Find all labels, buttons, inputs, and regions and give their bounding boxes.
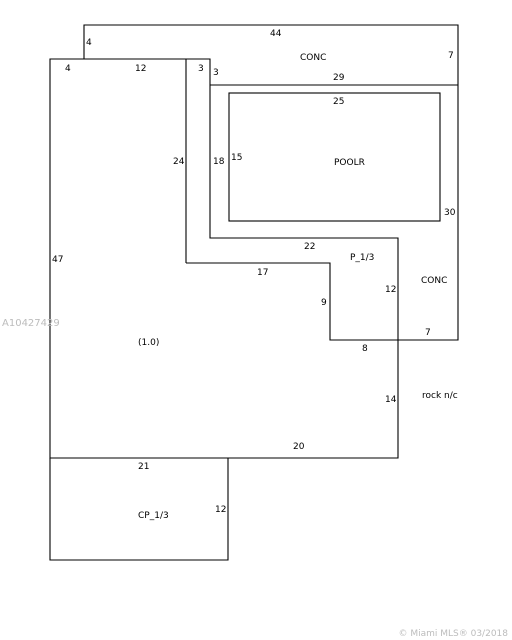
dim-deck-bottom: 22 — [304, 242, 315, 252]
carport-label: CP_1/3 — [138, 511, 169, 521]
dim-main-left: 47 — [52, 255, 63, 265]
pool-label: POOLR — [334, 158, 365, 168]
dim-patio-bottom: 8 — [362, 344, 368, 354]
dim-conc-top-right: 7 — [448, 51, 454, 61]
dim-main-top-left: 4 — [65, 64, 71, 74]
listing-id-watermark: A10427429 — [2, 318, 60, 329]
dim-step-height: 9 — [321, 298, 327, 308]
dim-conc-right-height: 30 — [444, 208, 456, 218]
pool-outline — [228, 92, 441, 222]
carport-outline — [49, 458, 229, 561]
rock-label: rock n/c — [422, 391, 458, 401]
dim-deck-width: 29 — [333, 73, 345, 83]
dim-inner-left: 18 — [213, 157, 225, 167]
patio-label: P_1/3 — [350, 253, 374, 263]
copyright-watermark: © Miami MLS® 03/2018 — [398, 629, 508, 639]
dim-main-right: 14 — [385, 395, 397, 405]
dim-main-bottom: 20 — [293, 442, 305, 452]
step-outline — [186, 262, 398, 341]
dim-conc-top-left: 4 — [86, 38, 92, 48]
dim-pool-height: 15 — [231, 153, 242, 163]
dim-inner-top: 3 — [198, 64, 204, 74]
conc-right-label: CONC — [421, 276, 447, 286]
dim-inner-top-b: 3 — [213, 68, 219, 78]
main-house-outline — [49, 58, 399, 459]
dim-pool-width: 25 — [333, 97, 344, 107]
dim-conc-top-width: 44 — [270, 29, 282, 39]
dim-left-notch: 24 — [173, 157, 185, 167]
dim-step-width: 17 — [257, 268, 268, 278]
main-area-label: (1.0) — [138, 338, 159, 348]
conc-top-outline — [83, 24, 459, 341]
conc-top-label: CONC — [300, 53, 326, 63]
dim-patio-right: 12 — [385, 285, 396, 295]
dim-main-top-width: 12 — [135, 64, 146, 74]
dim-carport-top: 21 — [138, 462, 149, 472]
dim-conc-bottom: 7 — [425, 328, 431, 338]
dim-carport-right: 12 — [215, 505, 226, 515]
